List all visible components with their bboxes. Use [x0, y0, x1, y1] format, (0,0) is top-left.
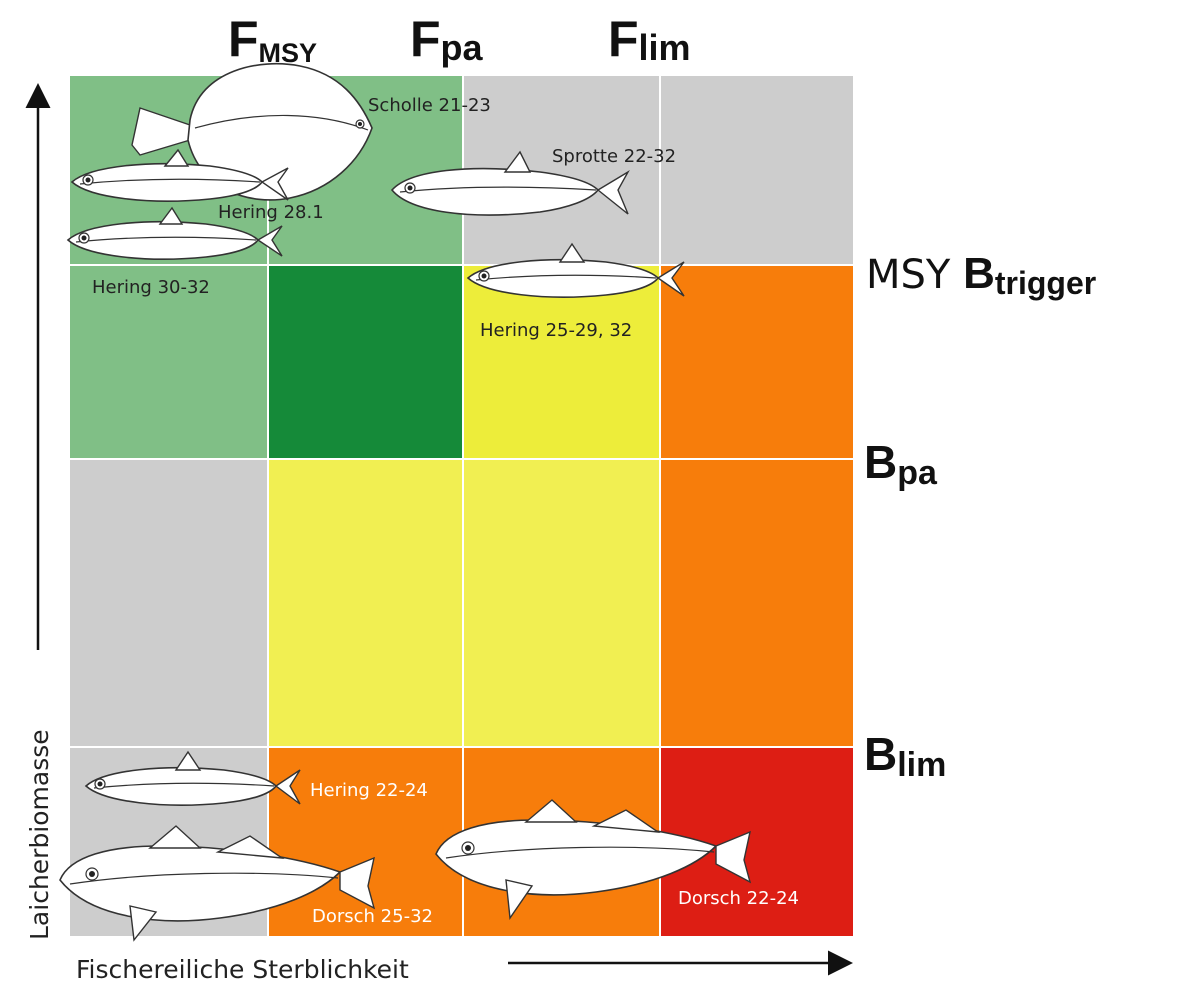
stock-label-hering-30-32: Hering 30-32 — [92, 277, 210, 298]
label-b-lim: Blim — [864, 728, 946, 784]
column-headers: FMSY Fpa Flim — [228, 11, 691, 68]
cell-r2-c1 — [70, 266, 267, 458]
stock-labels: Scholle 21-23 Sprotte 22-32 Hering 28.1 … — [92, 95, 799, 927]
stock-label-hering-28-1: Hering 28.1 — [218, 202, 324, 223]
header-f-msy: FMSY — [228, 11, 317, 68]
stock-label-hering-25-29-32: Hering 25-29, 32 — [480, 320, 632, 341]
cell-r2-c2 — [269, 266, 462, 458]
cell-r4-c2 — [269, 748, 462, 936]
herring-22-24-icon — [84, 750, 301, 806]
axes: Laicherbiomasse Fischereiliche Sterblich… — [25, 83, 853, 984]
header-f-lim: Flim — [608, 11, 691, 68]
header-f-pa: Fpa — [410, 11, 484, 68]
cell-r3-c1 — [70, 460, 267, 746]
sprat-icon — [390, 150, 630, 216]
herring-30-32-icon — [66, 206, 283, 260]
cell-r2-c4 — [661, 266, 853, 458]
stock-label-sprotte-22-32: Sprotte 22-32 — [552, 146, 676, 167]
herring-25-29-32-icon — [466, 242, 685, 298]
plaice-icon — [131, 62, 373, 201]
cod-22-24-icon — [435, 799, 752, 920]
x-axis-label: Fischereiliche Sterblichkeit — [76, 955, 409, 984]
cell-r1-c4 — [661, 76, 853, 264]
cell-r3-c2 — [269, 460, 462, 746]
fish-illustrations — [59, 62, 752, 942]
stock-label-scholle-21-23: Scholle 21-23 — [368, 95, 491, 116]
label-msy-btrigger: MSY Btrigger — [866, 249, 1096, 301]
stock-label-dorsch-22-24: Dorsch 22-24 — [678, 888, 799, 909]
cell-r3-c3 — [464, 460, 659, 746]
stock-label-hering-22-24: Hering 22-24 — [310, 780, 428, 801]
stock-label-dorsch-25-32: Dorsch 25-32 — [312, 906, 433, 927]
label-b-pa: Bpa — [864, 436, 938, 492]
y-axis-label: Laicherbiomasse — [25, 729, 54, 940]
row-labels: MSY Btrigger Bpa Blim — [864, 249, 1096, 784]
herring-28-1-icon — [70, 148, 289, 202]
cell-r3-c4 — [661, 460, 853, 746]
cod-25-32-icon — [59, 825, 376, 942]
